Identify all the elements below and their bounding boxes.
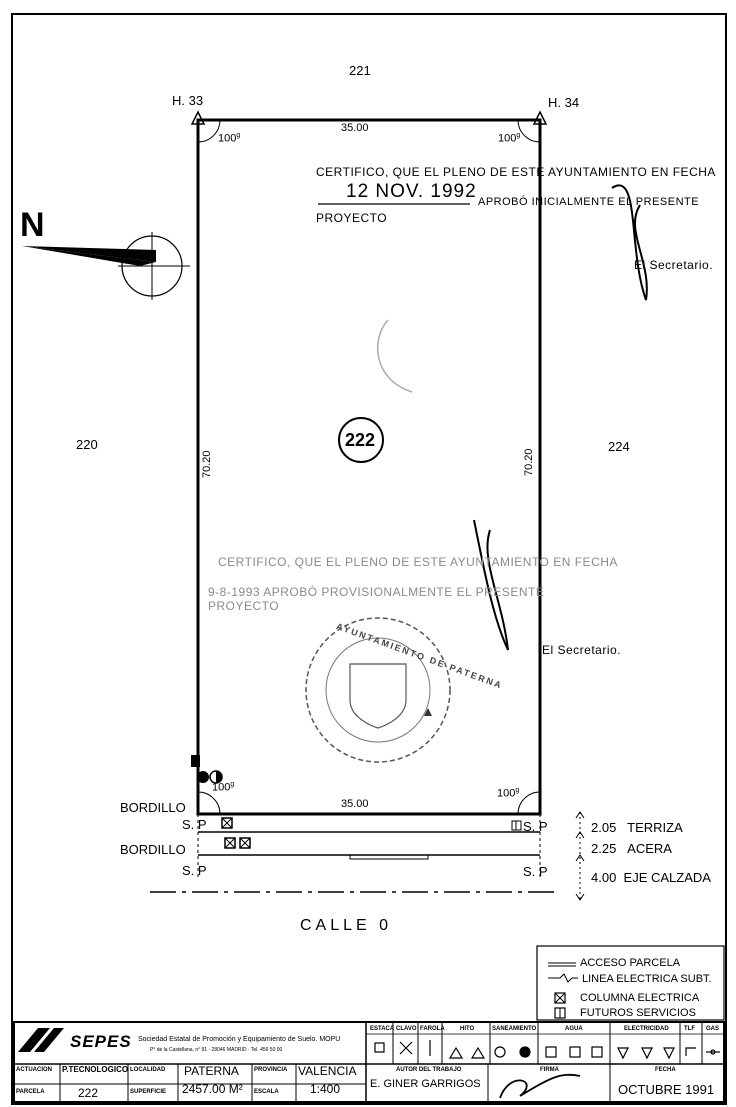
parcel-access: [349, 854, 429, 860]
parcela-label: PARCELA: [16, 1089, 45, 1095]
service-header-tlf: TLF: [684, 1026, 695, 1032]
certificate-bottom-line2: 9-8-1993 APROBÓ PROVISIONALMENTE EL PRES…: [208, 585, 545, 599]
right-neighbor-label: 224: [608, 439, 630, 454]
corner-marker-tl: [190, 110, 206, 125]
legend-item-linea: LINEA ELECTRICA SUBT.: [582, 973, 712, 985]
sp-label-3: S. P: [182, 863, 207, 878]
certificate-top-signature-label: El Secretario.: [634, 258, 714, 272]
provincia-label: PROVINCIA: [254, 1067, 288, 1073]
fecha-label: FECHA: [655, 1067, 676, 1073]
angle-arc-tl: [197, 119, 221, 143]
service-symbols: [374, 1040, 720, 1060]
service-header-electricidad: ELECTRICIDAD: [624, 1026, 669, 1032]
firma-label: FIRMA: [540, 1067, 559, 1073]
service-header-clavo: CLAVO: [396, 1026, 417, 1032]
sepes-logo: [18, 1028, 64, 1052]
service-header-saneamiento: SANEAMIENTO: [492, 1026, 537, 1032]
width-row-acera: 2.25 ACERA: [591, 841, 672, 856]
sp-label-2: S. P: [523, 819, 548, 834]
sewer-symbol: [197, 771, 209, 783]
angle-arc-tr: [517, 119, 541, 143]
street-name: CALLE 0: [300, 917, 393, 934]
service-header-estaca: ESTACA: [370, 1026, 395, 1032]
escala-label: ESCALA: [254, 1089, 279, 1095]
top-neighbor-label: 221: [349, 63, 371, 78]
top-dimension: 35.00: [341, 122, 369, 134]
fecha-value: OCTUBRE 1991: [618, 1082, 715, 1097]
actuacion-label: ACTUACION: [16, 1067, 52, 1073]
angle-arc-br: [517, 791, 541, 815]
north-arrow-symbol: [22, 232, 190, 300]
localidad-value: PATERNA: [184, 1064, 239, 1078]
logo-text: SEPES: [70, 1032, 132, 1051]
municipal-seal: [305, 617, 451, 763]
localidad-label: LOCALIDAD: [130, 1067, 166, 1073]
left-dimension: 70.20: [201, 450, 213, 478]
service-header-hito: HITO: [460, 1026, 475, 1032]
north-label: N: [20, 206, 45, 244]
certificate-bottom-signature-label: El Secretario.: [542, 643, 622, 657]
width-row-terriza: 2.05 TERRIZA: [591, 820, 683, 835]
service-header-gas: GAS: [706, 1026, 720, 1032]
curb-label-lower: BORDILLO: [120, 842, 186, 857]
parcel-outline: [196, 118, 542, 816]
certificate-top-date: 12 NOV. 1992: [346, 181, 477, 202]
corner-marker-tr: [532, 110, 548, 125]
superficie-value: 2457.00 M²: [182, 1082, 243, 1096]
parcel-number-circle: [338, 417, 384, 463]
width-row-eje: 4.00 EJE CALZADA: [591, 870, 711, 885]
legend-box: [536, 945, 725, 1021]
column-electrica-symbol: [221, 817, 251, 849]
angle-label-tl: 100g: [218, 132, 241, 145]
service-box-symbol: [191, 755, 200, 767]
corner-label-tl: H. 33: [172, 93, 204, 108]
service-header-farola: FAROLA: [420, 1026, 445, 1032]
curb-label-upper: BORDILLO: [120, 800, 186, 815]
certificate-top-line2: APROBÓ INICIALMENTE EL PRESENTE: [478, 196, 700, 208]
autor-value: E. GINER GARRIGOS: [370, 1078, 481, 1090]
certificate-bottom-line1: CERTIFICO, QUE EL PLENO DE ESTE AYUNTAMI…: [218, 555, 618, 569]
bottom-dimension: 35.00: [341, 798, 369, 810]
author-signature: [499, 1073, 581, 1099]
service-header-agua: AGUA: [565, 1026, 583, 1032]
autor-label: AUTOR DEL TRABAJO: [396, 1067, 462, 1073]
certificate-top-line1: CERTIFICO, QUE EL PLENO DE ESTE AYUNTAMI…: [316, 165, 716, 179]
angle-label-bl: 100g: [212, 781, 235, 794]
legend-item-acceso: ACCESO PARCELA: [580, 957, 681, 969]
parcel-number: 222: [345, 430, 376, 450]
sheet-border: [11, 13, 727, 1105]
company-name: Sociedad Estatal de Promoción y Equipami…: [138, 1036, 341, 1043]
legend-item-columna: COLUMNA ELECTRICA: [580, 992, 700, 1004]
faint-seal-top: [376, 319, 413, 393]
superficie-label: SUPERFICIE: [130, 1089, 167, 1095]
legend-item-futuros: FUTUROS SERVICIOS: [580, 1007, 696, 1019]
right-dimension: 70.20: [523, 448, 535, 476]
sp-label-1: S. P: [182, 817, 207, 832]
certificate-top-line3: PROYECTO: [316, 211, 388, 225]
sp-label-4: S. P: [523, 864, 548, 879]
secretary-signature-bottom: [473, 519, 509, 651]
parcela-value: 222: [78, 1086, 99, 1100]
angle-arc-bl: [197, 791, 221, 815]
angle-label-br: 100g: [497, 787, 520, 800]
title-block-grid: [13, 1021, 725, 1103]
certificate-bottom-line3: PROYECTO: [208, 599, 280, 613]
provincia-value: VALENCIA: [298, 1064, 357, 1078]
corner-label-tr: H. 34: [548, 95, 580, 110]
secretary-signature-top: [611, 184, 648, 301]
angle-label-tr: 100g: [498, 132, 521, 145]
left-neighbor-label: 220: [76, 437, 98, 452]
escala-value: 1:400: [310, 1082, 341, 1096]
actuacion-value: P.TECNOLOGICO: [62, 1065, 129, 1074]
company-address: P° de la Castellana, n° 91 · 28046 MADRI…: [150, 1047, 283, 1053]
